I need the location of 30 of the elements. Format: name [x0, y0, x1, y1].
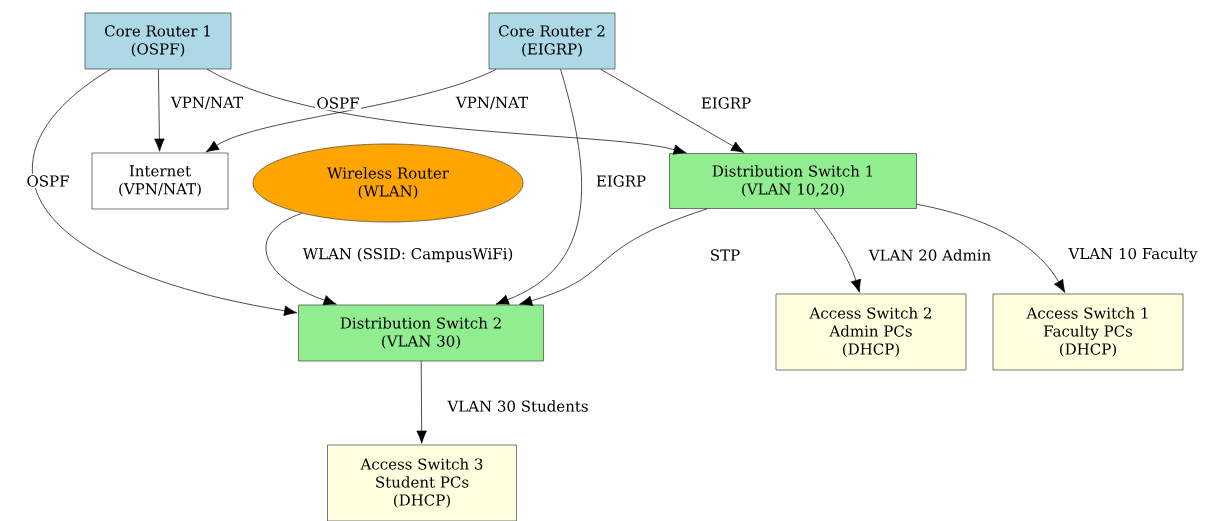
arrow	[32, 69, 298, 316]
arrow	[519, 208, 708, 306]
edge-label: WLAN (SSID: CampusWiFi)	[301, 246, 515, 264]
edge-label: VLAN 10 Faculty	[1066, 246, 1200, 264]
edge-label: VLAN 30 Students	[445, 398, 591, 414]
arrow	[916, 203, 1066, 293]
switch-box: Access Switch 1 Faculty PCs (DHCP)	[992, 293, 1184, 371]
internet-box: Internet (VPN/NAT)	[91, 152, 229, 210]
arrow	[600, 69, 745, 153]
edge-label: OSPF	[314, 95, 362, 111]
router-box: Core Router 1 (OSPF)	[84, 12, 232, 70]
router-box: Core Router 2 (EIGRP)	[488, 12, 616, 70]
switch-box: Access Switch 3 Student PCs (DHCP)	[327, 444, 517, 521]
edge-label: OSPF	[25, 173, 72, 189]
edge-label: VPN/NAT	[454, 95, 530, 111]
arrow	[813, 208, 862, 293]
arrow	[205, 69, 497, 153]
arrow	[206, 69, 687, 155]
arrow	[495, 69, 582, 305]
switch-box: Distribution Switch 2 (VLAN 30)	[298, 304, 544, 362]
switch-box: Access Switch 2 Admin PCs (DHCP)	[775, 293, 967, 371]
edge-label: STP	[708, 247, 742, 263]
arrow	[154, 69, 165, 152]
arrow	[416, 361, 427, 444]
edge-label: VPN/NAT	[169, 95, 245, 111]
edge-label: VLAN 20 Admin	[867, 247, 993, 263]
switch-box: Distribution Switch 1 (VLAN 10,20)	[669, 153, 917, 209]
edge-label: EIGRP	[699, 95, 753, 111]
edge-label: EIGRP	[594, 173, 648, 189]
arrow	[265, 212, 337, 306]
